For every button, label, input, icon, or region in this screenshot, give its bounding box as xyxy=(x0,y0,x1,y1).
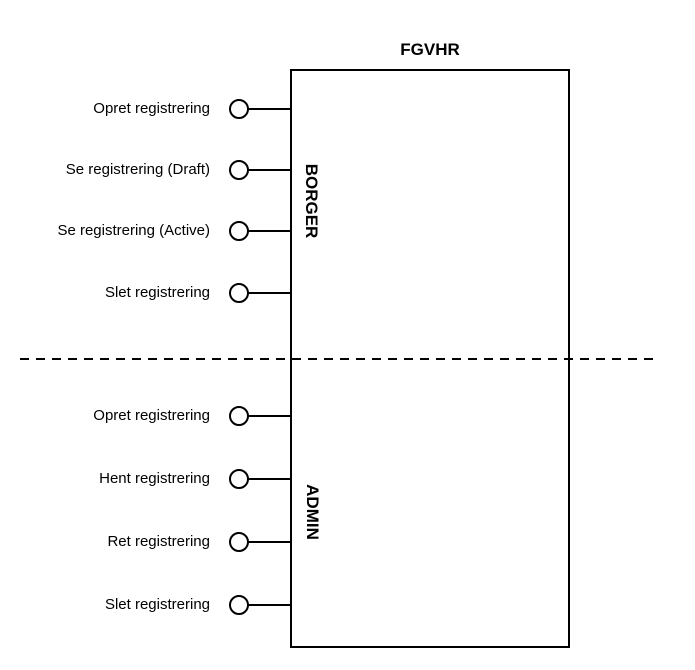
port-row: Se registrering (Active) xyxy=(0,220,290,242)
port-circle-icon xyxy=(229,595,249,615)
port-row: Se registrering (Draft) xyxy=(0,159,290,181)
port-circle-icon xyxy=(229,160,249,180)
port-circle-icon xyxy=(229,283,249,303)
port-label: Slet registrering xyxy=(104,596,210,613)
port-label: Opret registrering xyxy=(93,407,210,424)
port-row: Slet registrering xyxy=(0,594,290,616)
port-row: Slet registrering xyxy=(0,282,290,304)
port-label: Se registrering (Draft) xyxy=(65,161,210,178)
port-connector-line xyxy=(247,230,290,232)
port-connector-line xyxy=(247,478,290,480)
section-label-admin: ADMIN xyxy=(303,484,322,540)
section-label-borger: BORGER xyxy=(302,163,321,239)
section-divider-dashed-line xyxy=(20,358,653,360)
port-circle-icon xyxy=(229,469,249,489)
port-row: Opret registrering xyxy=(0,405,290,427)
port-label: Se registrering (Active) xyxy=(57,222,210,239)
port-connector-line xyxy=(247,541,290,543)
port-row: Opret registrering xyxy=(0,98,290,120)
port-circle-icon xyxy=(229,221,249,241)
port-circle-icon xyxy=(229,99,249,119)
port-connector-line xyxy=(247,604,290,606)
port-connector-line xyxy=(247,292,290,294)
port-connector-line xyxy=(247,169,290,171)
port-circle-icon xyxy=(229,532,249,552)
port-label: Ret registrering xyxy=(107,533,210,550)
port-circle-icon xyxy=(229,406,249,426)
port-label: Slet registrering xyxy=(104,284,210,301)
port-connector-line xyxy=(247,108,290,110)
port-label: Hent registrering xyxy=(99,470,210,487)
port-label: Opret registrering xyxy=(93,100,210,117)
port-row: Hent registrering xyxy=(0,468,290,490)
system-title: FGVHR xyxy=(400,40,460,59)
port-row: Ret registrering xyxy=(0,531,290,553)
port-connector-line xyxy=(247,415,290,417)
